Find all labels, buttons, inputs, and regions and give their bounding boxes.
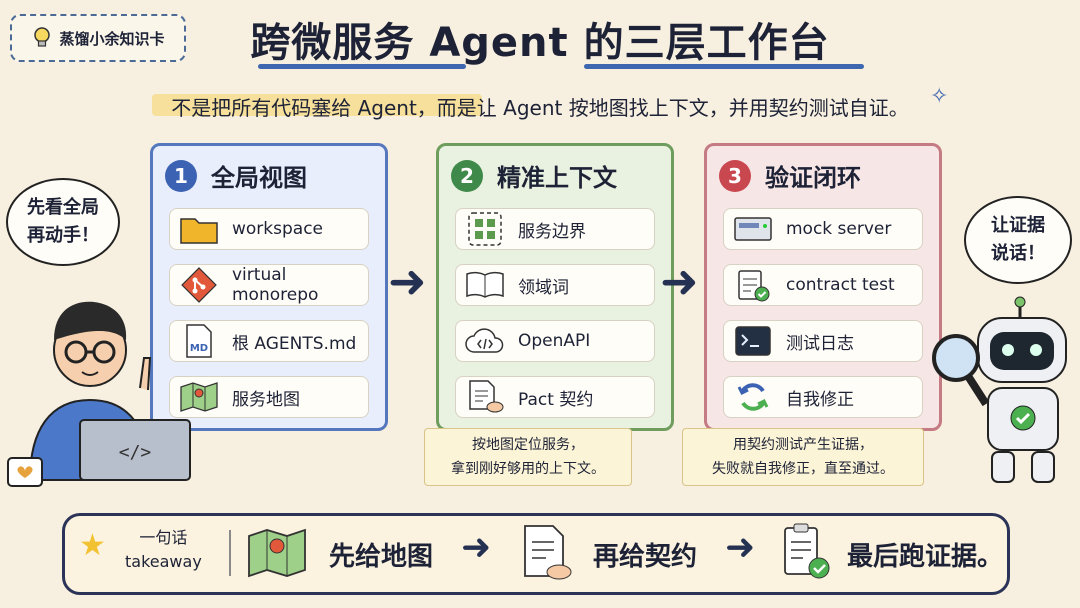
step-number: 1 — [165, 159, 197, 192]
list-item: workspace — [169, 208, 369, 250]
note-line: 拿到刚好够用的上下文。 — [451, 461, 605, 477]
list-item: mock server — [723, 208, 923, 250]
takeaway-bar: ★ 一句话 takeaway 先给地图 ➜ 再给契约 ➜ 最后跑证据。 — [62, 513, 1010, 595]
item-label: 服务地图 — [232, 389, 300, 410]
item-label: 服务边界 — [518, 221, 586, 242]
list-item: 领域词 — [455, 264, 655, 306]
bubble-line: 先看全局 — [27, 197, 99, 218]
takeaway-label: 一句话 takeaway — [125, 526, 202, 574]
page-title: 跨微服务 Agent 的三层工作台 — [250, 20, 830, 66]
list-item: 服务边界 — [455, 208, 655, 250]
folder-icon — [178, 211, 220, 247]
list-item: contract test — [723, 264, 923, 306]
item-label: Pact 契约 — [518, 389, 594, 410]
speech-bubble-left: 先看全局再动手！ — [6, 178, 120, 266]
panel-verification-loop: 3 验证闭环 mock server contract test 测试日志 自我… — [704, 143, 942, 431]
list-item: Pact 契约 — [455, 376, 655, 418]
list-item: 自我修正 — [723, 376, 923, 418]
item-label: 根 AGENTS.md — [232, 333, 357, 354]
brand-label: 蒸馏小余知识卡 — [59, 29, 165, 48]
item-label: contract test — [786, 275, 895, 295]
note-line: 按地图定位服务， — [472, 437, 584, 453]
arrow-right-icon: ➜ — [725, 527, 756, 568]
speech-bubble-right: 让证据说话！ — [964, 196, 1072, 284]
bubble-line: 说话！ — [991, 243, 1045, 264]
item-label: 测试日志 — [786, 333, 854, 354]
page-subtitle: 不是把所有代码塞给 Agent，而是让 Agent 按地图找上下文，并用契约测试… — [171, 96, 909, 120]
laptop-code-label: </> — [119, 442, 152, 463]
developer-illustration: </> — [7, 301, 191, 487]
robot-illustration — [932, 296, 1067, 483]
list-item: MD 根 AGENTS.md — [169, 320, 369, 362]
markdown-file-icon: MD — [178, 323, 220, 359]
arrow-right-icon: ➜ — [660, 254, 699, 308]
takeaway-step-3: 最后跑证据。 — [847, 542, 1004, 572]
server-icon — [732, 211, 774, 247]
api-cloud-icon — [464, 323, 506, 359]
item-label: 领域词 — [518, 277, 569, 298]
arrow-right-icon: ➜ — [461, 527, 492, 568]
divider — [229, 530, 231, 576]
list-item: 测试日志 — [723, 320, 923, 362]
item-label: OpenAPI — [518, 331, 591, 351]
takeaway-label-top: 一句话 — [139, 528, 188, 547]
item-label: 自我修正 — [786, 389, 854, 410]
contract-handshake-icon — [519, 522, 575, 588]
bubble-line: 让证据 — [991, 215, 1045, 236]
bubble-line: 再动手！ — [27, 225, 99, 246]
takeaway-label-bottom: takeaway — [125, 552, 202, 571]
sparkle-icon: ✧ — [930, 84, 949, 109]
map-icon — [178, 379, 220, 415]
title-underline — [258, 64, 466, 69]
checklist-icon — [779, 522, 833, 588]
list-item: OpenAPI — [455, 320, 655, 362]
list-item: virtual monorepo — [169, 264, 369, 306]
note-line: 失败就自我修正，直至通过。 — [712, 461, 894, 477]
panel-title: 精准上下文 — [497, 164, 617, 192]
terminal-icon — [732, 323, 774, 359]
service-grid-icon — [464, 211, 506, 247]
panel-global-view: 1 全局视图 workspace virtual monorepo MD 根 A… — [150, 143, 388, 431]
takeaway-step-2: 再给契约 — [593, 542, 698, 572]
brand-badge: 蒸馏小余知识卡 — [10, 14, 186, 62]
lightbulb-icon — [34, 27, 51, 47]
note-right: 用契约测试产生证据， 失败就自我修正，直至通过。 — [682, 428, 924, 486]
step-number: 2 — [451, 159, 483, 192]
panel-title: 验证闭环 — [765, 164, 861, 192]
arrow-right-icon: ➜ — [388, 254, 427, 308]
refresh-icon — [732, 379, 774, 415]
book-icon — [464, 267, 506, 303]
takeaway-step-1: 先给地图 — [329, 542, 434, 572]
panel-title: 全局视图 — [211, 164, 307, 192]
item-label: mock server — [786, 219, 892, 239]
map-icon — [245, 524, 309, 584]
checklist-icon — [732, 267, 774, 303]
item-label: virtual monorepo — [232, 265, 319, 305]
note-line: 用契约测试产生证据， — [733, 437, 873, 453]
git-icon — [178, 267, 220, 303]
panel-precise-context: 2 精准上下文 服务边界 领域词 OpenAPI Pact 契约 — [436, 143, 674, 431]
item-label: workspace — [232, 219, 324, 239]
star-icon: ★ — [79, 528, 106, 563]
note-middle: 按地图定位服务， 拿到刚好够用的上下文。 — [424, 428, 632, 486]
list-item: 服务地图 — [169, 376, 369, 418]
title-underline — [584, 64, 864, 69]
md-label: MD — [190, 343, 208, 354]
contract-handshake-icon — [464, 379, 506, 415]
subtitle-highlight — [152, 94, 482, 116]
step-number: 3 — [719, 159, 751, 192]
